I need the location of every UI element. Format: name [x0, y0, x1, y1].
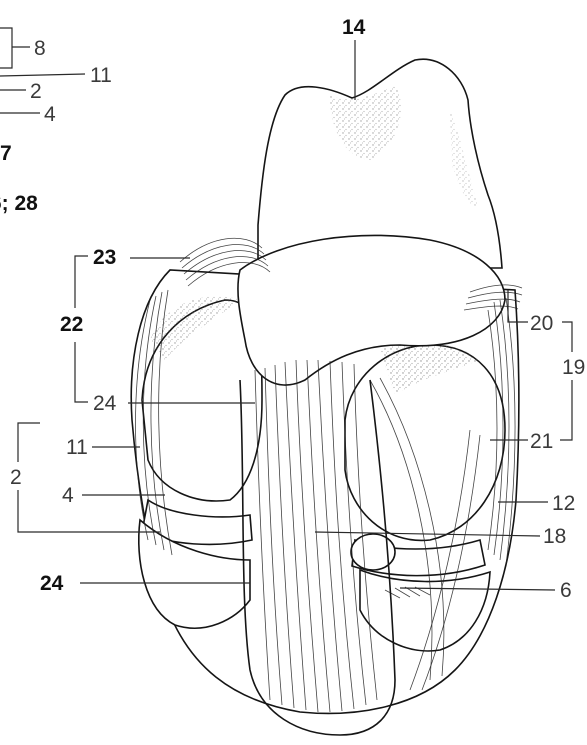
label-20: 20	[530, 312, 553, 335]
label-14: 14	[342, 16, 366, 39]
label-6: 6	[560, 579, 572, 602]
label-21: 21	[530, 430, 553, 453]
label-24-upper: 24	[93, 392, 117, 415]
label-7: 7	[0, 142, 12, 165]
label-12: 12	[552, 492, 575, 515]
label-11: 11	[66, 436, 88, 459]
label-19: 19	[562, 356, 585, 379]
drawing	[131, 59, 522, 735]
label-6-28: 6; 28	[0, 192, 38, 215]
label-4-top: 4	[44, 103, 56, 126]
label-22: 22	[60, 313, 83, 336]
label-11-top: 11	[90, 64, 112, 87]
label-2-top: 2	[30, 80, 42, 103]
label-24-lower: 24	[40, 572, 64, 595]
label-8: 8	[34, 37, 46, 60]
label-18: 18	[543, 525, 566, 548]
label-2: 2	[10, 466, 22, 489]
label-23: 23	[93, 246, 116, 269]
label-4: 4	[62, 484, 74, 507]
